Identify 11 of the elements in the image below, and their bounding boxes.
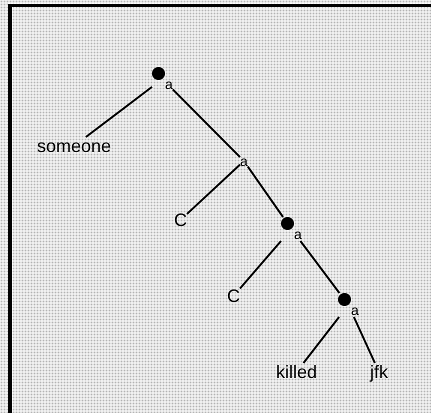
node-label: C: [174, 211, 187, 229]
node-label: jfk: [370, 363, 388, 381]
node-label: someone: [37, 137, 112, 155]
node-label: a: [294, 227, 302, 241]
node-label: a: [240, 154, 248, 168]
tree-branch: [172, 88, 241, 158]
node-label: killed: [276, 363, 318, 381]
node-label: a: [351, 303, 359, 317]
node-label: a: [165, 77, 173, 91]
tree-branch: [302, 316, 340, 364]
node-label: C: [227, 287, 240, 305]
